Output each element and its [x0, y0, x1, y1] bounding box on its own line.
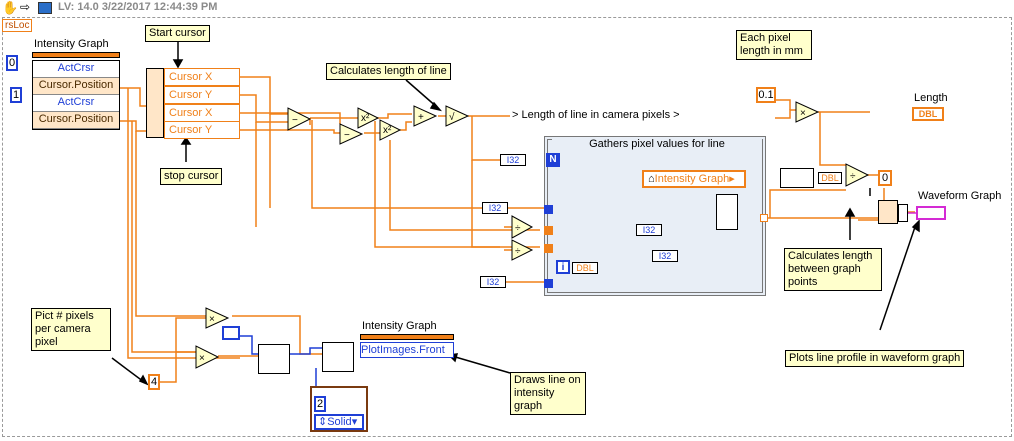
- divide-glyph-3: ÷: [515, 246, 521, 257]
- minus-glyph-1: −: [292, 115, 298, 126]
- cursor-cluster-node[interactable]: [146, 68, 164, 138]
- home-icon: ⌂: [648, 173, 655, 185]
- waveform-graph-terminal[interactable]: [916, 206, 946, 220]
- waveform-label: Waveform Graph: [918, 190, 1002, 202]
- enum-arrows-icon: ⇕: [318, 416, 328, 428]
- sqrt-node[interactable]: [445, 105, 470, 127]
- divide-node-2[interactable]: [511, 215, 534, 239]
- actcrsr-row-1[interactable]: ActCrsr: [33, 61, 119, 78]
- left-node-label: Intensity Graph: [34, 38, 109, 50]
- note-pixel-mm: Each pixel length in mm: [736, 30, 812, 60]
- times-glyph-5: ×: [199, 353, 205, 364]
- note-plot-profile: Plots line profile in waveform graph: [785, 350, 965, 367]
- length-line-text: > Length of line in camera pixels >: [512, 109, 680, 121]
- loop-title: Gathers pixel values for line: [552, 138, 762, 152]
- tunnel-2: [544, 226, 553, 235]
- times-glyph-1: ×: [800, 108, 806, 119]
- square-node-2[interactable]: [379, 119, 402, 141]
- left-property-node[interactable]: ActCrsr Cursor.Position ActCrsr Cursor.P…: [32, 60, 120, 130]
- plus-glyph-1: +: [418, 112, 424, 123]
- intensity-graph-ref[interactable]: ⌂Intensity Graph▸: [642, 170, 746, 188]
- multiply-node-4[interactable]: [205, 307, 230, 329]
- note-stop-cursor: stop cursor: [160, 168, 223, 185]
- enum-dropdown-icon: ▾: [351, 416, 358, 428]
- bottom-node-label: Intensity Graph: [362, 320, 437, 332]
- point-const[interactable]: [222, 326, 240, 340]
- length-indicator[interactable]: DBL: [912, 107, 944, 121]
- draw-line-vi[interactable]: [258, 344, 290, 374]
- loop-count-terminal[interactable]: N: [546, 153, 560, 167]
- ref-arrow-icon: ▸: [729, 173, 735, 185]
- length-label: Length: [914, 92, 948, 104]
- cursor-x-1[interactable]: Cursor X: [164, 68, 240, 86]
- note-calc-length: Calculates length of line: [326, 63, 451, 80]
- solid-label: Solid: [327, 416, 352, 428]
- i32-tag-loop-1[interactable]: I32: [636, 224, 662, 236]
- rsloc-tag[interactable]: rsLoc: [2, 19, 33, 32]
- cursor-position-row-2[interactable]: Cursor.Position: [33, 112, 119, 129]
- loop-iteration-terminal[interactable]: i: [556, 260, 570, 274]
- subtract-node-1[interactable]: [287, 107, 312, 131]
- cursor-y-2[interactable]: Cursor Y: [164, 121, 240, 139]
- divide-glyph-1: ÷: [850, 171, 856, 182]
- square-node-1[interactable]: [357, 107, 380, 129]
- square-glyph-2: x²: [383, 125, 392, 136]
- sqrt-glyph: √: [449, 111, 455, 123]
- hand-icon[interactable]: ✋: [2, 0, 19, 15]
- labview-icon: [38, 2, 52, 14]
- const-four[interactable]: 4: [148, 374, 160, 390]
- const-pixel-mm[interactable]: 0.1: [756, 87, 776, 103]
- i32-tag-3[interactable]: I32: [480, 276, 506, 288]
- cursor-position-row-1[interactable]: Cursor.Position: [33, 78, 119, 95]
- dbl-tag-loop[interactable]: DBL: [572, 262, 598, 274]
- tunnel-4: [544, 279, 553, 288]
- const-two[interactable]: 2: [314, 396, 326, 412]
- title-bar: ✋ ⇨ LV: 14.0 3/22/2017 12:44:39 PM: [0, 0, 1014, 16]
- plot-images-property[interactable]: PlotImages.Front: [360, 342, 454, 358]
- bundle-node[interactable]: [878, 200, 898, 224]
- times-glyph-4: ×: [209, 314, 215, 325]
- i32-tag-2[interactable]: I32: [482, 202, 508, 214]
- block-diagram-frame: [2, 17, 1012, 437]
- index-array-node[interactable]: [716, 194, 738, 230]
- intensity-ref-label: Intensity Graph: [654, 173, 730, 185]
- note-calc-between: Calculates length between graph points: [784, 248, 882, 291]
- divide-node-1[interactable]: [845, 163, 870, 187]
- divide-glyph-2: ÷: [515, 223, 521, 234]
- const-zero[interactable]: 0: [6, 55, 18, 71]
- actcrsr-row-2[interactable]: ActCrsr: [33, 95, 119, 112]
- tunnel-1: [544, 205, 553, 214]
- dbl-tag-right[interactable]: DBL: [818, 172, 842, 184]
- window-title: LV: 14.0 3/22/2017 12:44:39 PM: [58, 1, 218, 13]
- solid-enum[interactable]: ⇕Solid▾: [314, 414, 364, 430]
- subtract-node-2[interactable]: [339, 123, 364, 145]
- left-node-header: [32, 52, 120, 58]
- note-draws-line: Draws line on intensity graph: [510, 372, 586, 415]
- divide-node-3[interactable]: [511, 239, 534, 261]
- bottom-node-header: [360, 334, 454, 340]
- const-zero-right[interactable]: 0: [878, 170, 892, 186]
- cursor-y-1[interactable]: Cursor Y: [164, 86, 240, 104]
- note-pict-pixels: Pict # pixels per camera pixel: [31, 308, 111, 351]
- cursor-x-2[interactable]: Cursor X: [164, 104, 240, 122]
- i32-tag-loop-2[interactable]: I32: [652, 250, 678, 262]
- square-glyph-1: x²: [361, 113, 370, 124]
- minus-glyph-2: −: [344, 130, 350, 141]
- multiply-node-1[interactable]: [795, 101, 820, 123]
- arrow-icon[interactable]: ⇨: [20, 0, 31, 14]
- output-tunnel: [760, 214, 768, 222]
- note-start-cursor: Start cursor: [145, 25, 210, 42]
- const-one[interactable]: 1: [10, 87, 22, 103]
- build-waveform-node[interactable]: [898, 204, 908, 222]
- draw-picture-vi[interactable]: [322, 342, 354, 372]
- tunnel-3: [544, 244, 553, 253]
- multiply-node-5[interactable]: [195, 345, 220, 369]
- i32-tag-1[interactable]: I32: [500, 154, 526, 166]
- array-build-node[interactable]: [780, 168, 814, 188]
- add-node-1[interactable]: [413, 105, 438, 127]
